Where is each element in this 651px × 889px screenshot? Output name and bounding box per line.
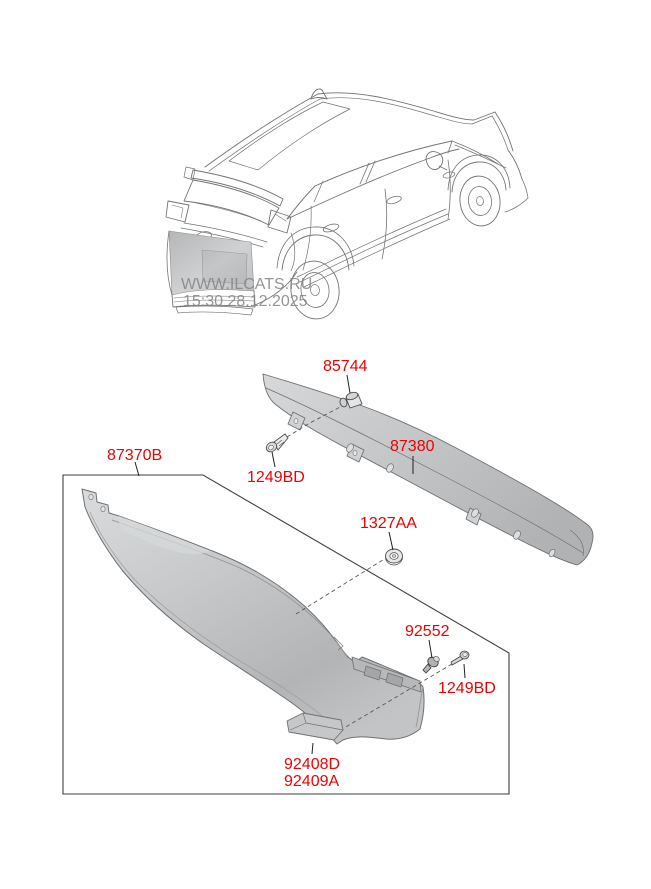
part-92408-reflector	[286, 712, 344, 741]
fastener-screw-1249bd-upper	[265, 433, 289, 453]
watermark-site-text: WWW.ILCATS.RU	[181, 276, 313, 293]
part-87380-strip	[262, 373, 594, 566]
assembly-dashed-lines	[286, 405, 453, 729]
watermark-timestamp-text: 15:30 28.12.2025	[183, 293, 308, 310]
fastener-screw-1249bd-lower	[450, 650, 470, 666]
part-label-87370b: 87370B	[107, 447, 163, 464]
part-label-92408d: 92408D	[284, 756, 341, 773]
door-handle-icon	[322, 223, 340, 233]
callout-leader-lines	[134, 374, 466, 755]
group-outline-box	[62, 474, 510, 795]
part-label-1249bd-upper: 1249BD	[247, 469, 305, 486]
antenna-fin-icon	[310, 88, 328, 100]
part-87370b-garnish	[81, 488, 425, 745]
part-label-92552: 92552	[405, 623, 450, 640]
side-mirror-icon	[425, 151, 444, 170]
fastener-clip-92552	[422, 656, 440, 674]
part-label-85744: 85744	[323, 358, 368, 375]
part-label-92409a: 92409A	[284, 773, 340, 790]
part-label-1327aa: 1327AA	[360, 515, 417, 532]
fastener-clip-85744	[339, 391, 363, 409]
door-handle-icon	[442, 171, 456, 179]
fastener-nut-1327aa	[385, 548, 403, 566]
part-label-1249bd-lower: 1249BD	[438, 680, 496, 697]
car-rear-illustration	[165, 88, 529, 320]
door-handle-icon	[386, 195, 402, 205]
part-label-87380: 87380	[390, 438, 435, 455]
